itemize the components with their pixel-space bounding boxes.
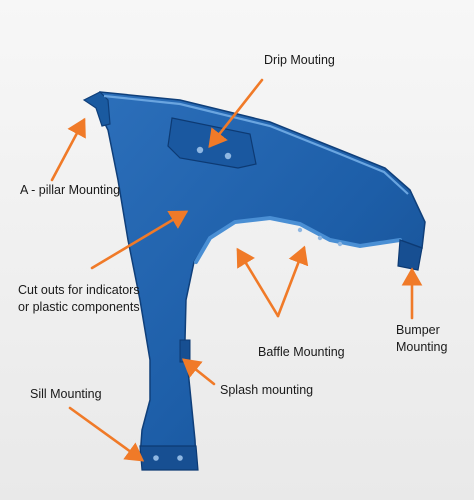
drip-bolt-2 [224,152,232,160]
fender-body [97,91,426,467]
sill-bolt-1 [153,455,159,461]
sill-foot [139,445,199,471]
arrow-baffle-left [236,247,280,318]
label-bumper-mounting: Bumper Mounting [396,323,448,354]
top-edge-highlight [103,94,409,195]
baffle-hole-3 [337,241,343,247]
label-drip-mounting: Drip Mouting [264,53,335,67]
label-splash-mounting: Splash mounting [220,383,314,397]
baffle-hole-2 [317,235,323,241]
wheel-arch-flange [194,215,402,264]
label-cutouts: Cut outs for indicators or plastic compo… [18,283,140,314]
arrow-a-pillar [50,117,86,182]
label-sill-mounting: Sill Mounting [30,387,102,401]
arrow-sill [68,406,145,462]
arrow-cutouts [90,210,189,270]
arrow-baffle-right [276,245,309,318]
arrows [50,78,423,462]
label-a-pillar-mounting: A - pillar Mounting [20,183,121,197]
arrow-drip [208,78,264,149]
a-pillar-tab [82,91,111,127]
baffle-hole-1 [297,227,303,233]
sill-bolt-2 [177,455,183,461]
label-baffle-mounting: Baffle Mounting [258,345,345,359]
splash-tab [179,339,191,363]
drip-bolt-1 [196,146,204,154]
arrow-splash [181,358,216,386]
